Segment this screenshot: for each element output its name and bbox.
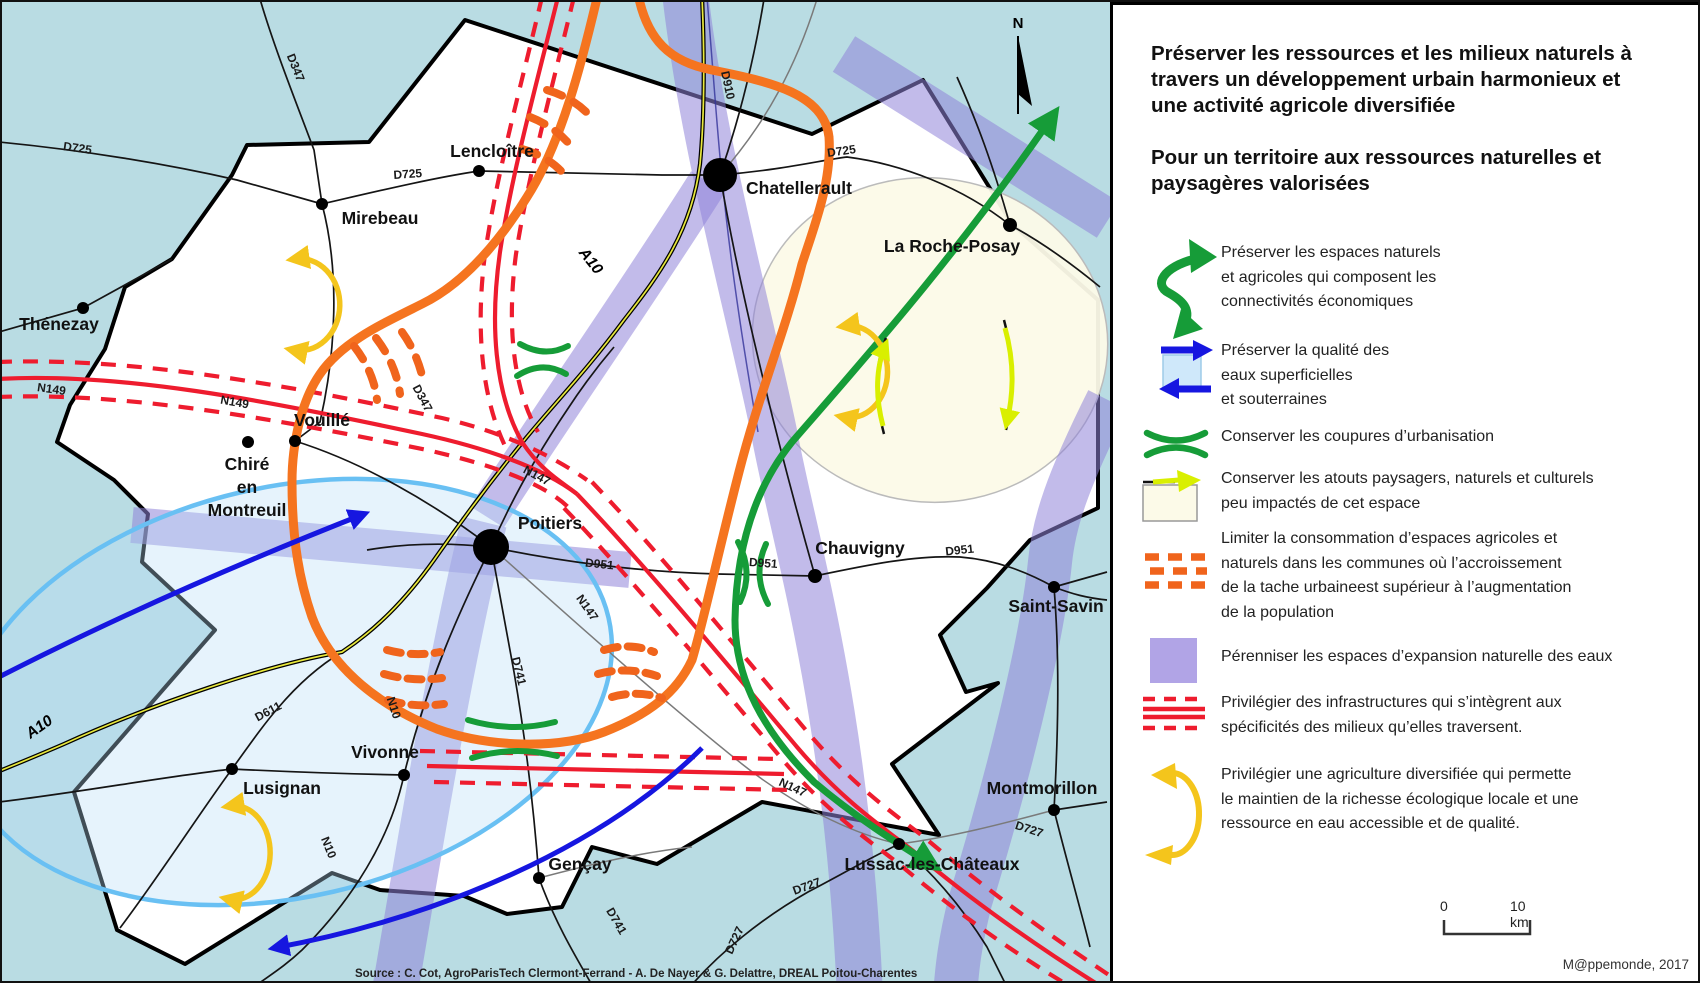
road-label: D951 bbox=[584, 556, 614, 573]
legend-item-expansion: Pérenniser les espaces d’expansion natur… bbox=[1113, 633, 1698, 683]
legend-item-label: Privilégier une agriculture diversifiée … bbox=[1221, 766, 1579, 832]
scale-max: 10 km bbox=[1510, 898, 1529, 930]
road-label: N10 bbox=[384, 695, 404, 721]
legend-item-label: Conserver les coupures d’urbanisation bbox=[1221, 428, 1495, 445]
town-label: Lencloître bbox=[450, 141, 534, 161]
town-dot bbox=[316, 198, 328, 210]
legend-title-sub: Pour un territoire aux ressources nature… bbox=[1151, 146, 1602, 195]
town-dot bbox=[473, 165, 485, 177]
road-label: D951 bbox=[945, 542, 975, 559]
road-label: D910 bbox=[718, 70, 738, 101]
orange-development-loop bbox=[287, 2, 834, 749]
legend-item-connectivites: Préserver les espaces naturels et agrico… bbox=[1113, 235, 1698, 339]
scale-bar-line bbox=[1442, 920, 1532, 936]
legend-item-atouts: Conserver les atouts paysagers, naturels… bbox=[1113, 463, 1698, 522]
urbanisation-cuts bbox=[465, 341, 771, 761]
town-dot bbox=[398, 769, 410, 781]
town-dot bbox=[473, 529, 509, 565]
landscape-arrows bbox=[870, 319, 1021, 435]
town-dot bbox=[242, 436, 254, 448]
purple-square-icon bbox=[1150, 638, 1197, 683]
legend-title-main: Préserver les ressources et les milieux … bbox=[1151, 42, 1632, 117]
town-dot bbox=[1003, 218, 1017, 232]
blue-water-arrow-sw bbox=[267, 746, 704, 957]
legend-item-label: Privilégier des infrastructures qui s’in… bbox=[1221, 694, 1562, 736]
legend-item-label: Préserver la qualité des eaux superficie… bbox=[1221, 342, 1390, 408]
legend-item-label: Limiter la consommation d’espaces agrico… bbox=[1221, 530, 1572, 621]
legend-item-label: Préserver les espaces naturels et agrico… bbox=[1221, 244, 1441, 310]
town-label: Lussac-les-Châteaux bbox=[844, 854, 1019, 874]
water-quality-zone bbox=[2, 476, 615, 908]
town-dot bbox=[77, 302, 89, 314]
green-connectivity-arrow bbox=[731, 106, 1060, 872]
legend-panel: Préserver les ressources et les milieux … bbox=[1110, 2, 1698, 981]
credit: M@ppemonde, 2017 bbox=[1562, 957, 1689, 972]
infrastructure-corridors bbox=[2, 2, 1112, 981]
town-label: Mirebeau bbox=[342, 208, 419, 228]
road-label: D725 bbox=[62, 139, 93, 157]
town-dot bbox=[1048, 804, 1060, 816]
yellow-circle-arrow-icon bbox=[1145, 763, 1203, 865]
town-dot bbox=[703, 158, 737, 192]
legend-item-label: Conserver les atouts paysagers, naturels… bbox=[1221, 470, 1594, 512]
town-dot bbox=[289, 435, 301, 447]
legend-item-agriculture: Privilégier une agriculture diversifiée … bbox=[1113, 755, 1698, 865]
road-label: N149 bbox=[36, 380, 67, 398]
town-label: Saint-Savin bbox=[1008, 596, 1103, 616]
town-label: Vouillé bbox=[294, 410, 350, 430]
legend-item-consommation: Limiter la consommation d’espaces agrico… bbox=[1113, 527, 1698, 625]
town-label: Lusignan bbox=[243, 778, 321, 798]
urban-sprawl-dashes bbox=[350, 86, 666, 710]
green-double-arrow-icon bbox=[1157, 239, 1217, 339]
town-label: Chauvigny bbox=[815, 538, 905, 558]
town-dot bbox=[808, 569, 822, 583]
legend-item-eaux: Préserver la qualité des eaux superficie… bbox=[1113, 335, 1698, 413]
town-label: Gençay bbox=[548, 854, 611, 874]
map-svg: Thénezay Mirebeau LencloîtreChatelleraultL… bbox=[2, 2, 1112, 981]
town-dot bbox=[226, 763, 238, 775]
legend-item-infrastructures: Privilégier des infrastructures qui s’in… bbox=[1113, 689, 1698, 740]
north-arrow-icon: N bbox=[1013, 15, 1032, 114]
svg-text:N: N bbox=[1013, 15, 1024, 32]
agriculture-circles bbox=[218, 245, 891, 914]
town-label: Poitiers bbox=[518, 513, 582, 533]
road-label: D741 bbox=[509, 655, 530, 687]
town-label: Vivonne bbox=[351, 742, 419, 762]
legend-item-label: Pérenniser les espaces d’expansion natur… bbox=[1221, 648, 1613, 665]
town-label: La Roche-Posay bbox=[884, 236, 1020, 256]
red-dashes-icon bbox=[1143, 696, 1205, 731]
yellow-arrow-box-icon bbox=[1142, 470, 1201, 522]
road-label: N149 bbox=[219, 393, 250, 412]
green-coupures-icon bbox=[1143, 429, 1209, 459]
town-dot bbox=[533, 872, 545, 884]
orange-dashes-icon bbox=[1145, 553, 1207, 589]
scale-zero: 0 bbox=[1440, 898, 1448, 914]
blue-water-icon bbox=[1159, 340, 1213, 399]
road-label: D951 bbox=[748, 555, 778, 571]
source-credit: Source : C. Cot, AgroParisTech Clermont-… bbox=[355, 968, 917, 980]
town-label: Chatellerault bbox=[746, 178, 852, 198]
a10-motorway bbox=[2, 2, 706, 773]
town-label: Thénezay bbox=[19, 314, 99, 334]
legend-item-coupures: Conserver les coupures d’urbanisation bbox=[1113, 419, 1698, 459]
town-dot bbox=[1048, 581, 1060, 593]
blue-water-arrow-ne bbox=[2, 509, 371, 679]
towns-layer: Thénezay Mirebeau LencloîtreChatelleraultL… bbox=[19, 141, 1104, 884]
town-dot bbox=[893, 838, 905, 850]
road-label: D725 bbox=[393, 166, 423, 182]
road-label: D725 bbox=[826, 142, 857, 160]
town-label: Montmorillon bbox=[987, 778, 1098, 798]
